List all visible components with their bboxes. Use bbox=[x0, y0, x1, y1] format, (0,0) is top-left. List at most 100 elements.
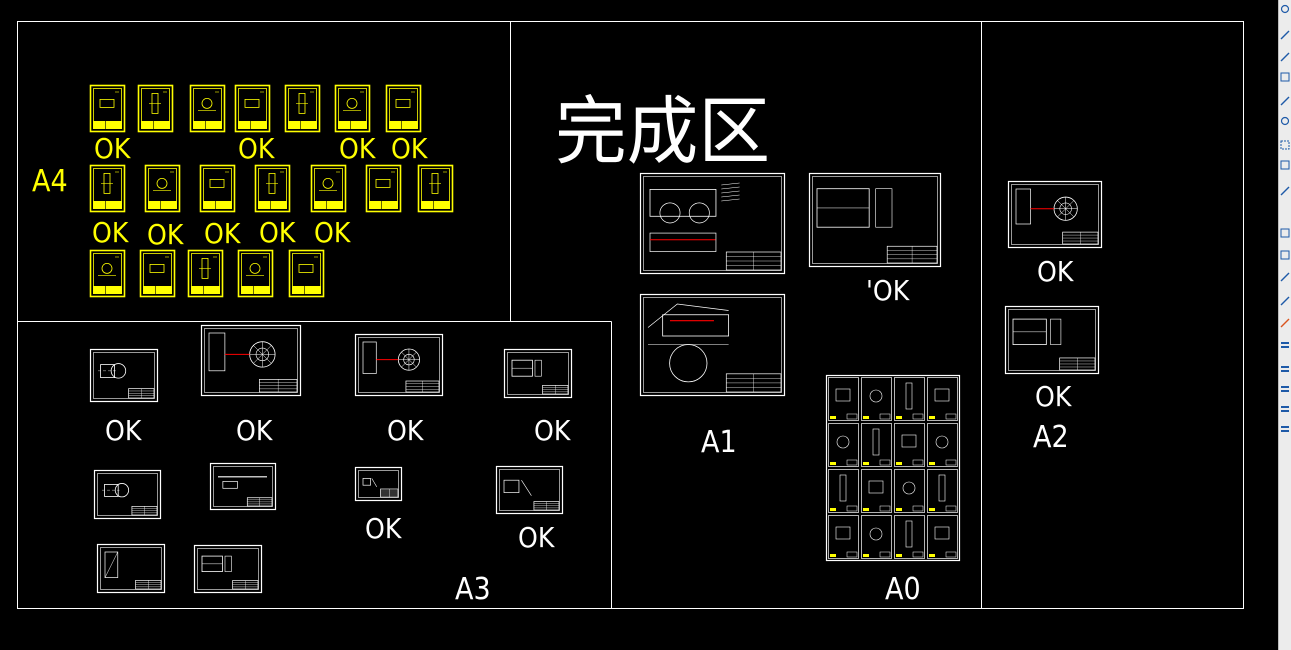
drawing-sheet[interactable] bbox=[828, 515, 859, 559]
drawing-sheet[interactable] bbox=[139, 249, 176, 298]
drawing-sheet[interactable] bbox=[894, 377, 925, 421]
ok-mark: OK bbox=[534, 414, 572, 447]
ok-mark: OK bbox=[92, 216, 130, 249]
drawing-sheet[interactable] bbox=[209, 462, 277, 511]
zone-frames bbox=[17, 21, 1244, 609]
drawing-sheet[interactable] bbox=[503, 348, 573, 399]
zone-label-a0: A0 bbox=[885, 572, 921, 607]
drawing-sheet[interactable] bbox=[89, 164, 126, 213]
ok-mark: OK bbox=[1035, 380, 1073, 413]
drawing-sheet[interactable] bbox=[639, 293, 786, 397]
drawing-sheet[interactable] bbox=[828, 469, 859, 513]
ok-mark: OK bbox=[387, 414, 425, 447]
drawing-sheet[interactable] bbox=[193, 544, 263, 594]
drawing-sheet[interactable] bbox=[808, 172, 942, 268]
drawing-sheet[interactable] bbox=[927, 515, 958, 559]
right-toolbar bbox=[1278, 0, 1291, 650]
refresh-icon[interactable] bbox=[1280, 116, 1290, 126]
drawing-sheet[interactable] bbox=[96, 543, 166, 594]
drawing-sheet[interactable] bbox=[639, 172, 786, 275]
drawing-sheet[interactable] bbox=[861, 423, 892, 467]
line-icon[interactable] bbox=[1280, 186, 1290, 196]
drawing-sheet[interactable] bbox=[310, 164, 347, 213]
ok-mark: OK bbox=[259, 216, 297, 249]
list-icon[interactable] bbox=[1280, 340, 1290, 350]
a1-a2-ok-marks: 'OK OK OK bbox=[866, 255, 1075, 413]
drawing-sheet[interactable] bbox=[288, 249, 325, 298]
drawing-sheet[interactable] bbox=[89, 249, 126, 298]
zone-label-a4: A4 bbox=[32, 164, 68, 199]
drawing-sheet[interactable] bbox=[927, 377, 958, 421]
drawing-sheet[interactable] bbox=[894, 515, 925, 559]
layer-icon[interactable] bbox=[1280, 384, 1290, 394]
square-icon[interactable] bbox=[1280, 228, 1290, 238]
ok-mark: 'OK bbox=[866, 274, 911, 307]
zone-label-a1: A1 bbox=[701, 425, 737, 460]
drawing-sheet[interactable] bbox=[861, 515, 892, 559]
drawing-sheet[interactable] bbox=[861, 469, 892, 513]
drawing-sheet[interactable] bbox=[1007, 180, 1103, 249]
drawing-sheet[interactable] bbox=[927, 469, 958, 513]
drawing-sheet[interactable] bbox=[417, 164, 454, 213]
outer-frame bbox=[17, 21, 1244, 609]
drawing-sheet[interactable] bbox=[927, 423, 958, 467]
ok-mark: OK bbox=[94, 132, 132, 165]
arrow-left-icon[interactable] bbox=[1280, 96, 1290, 106]
drawing-sheet[interactable] bbox=[495, 465, 564, 515]
drawing-sheet[interactable] bbox=[354, 466, 403, 502]
drawing-sheet[interactable] bbox=[385, 84, 422, 133]
drawing-sheet[interactable] bbox=[89, 348, 159, 403]
paint-icon[interactable] bbox=[1280, 52, 1290, 62]
dashed-box-icon[interactable] bbox=[1280, 140, 1290, 150]
drawing-sheet[interactable] bbox=[1004, 305, 1100, 375]
ok-mark: OK bbox=[236, 414, 274, 447]
drawing-sheet[interactable] bbox=[199, 164, 236, 213]
a0-sheet-grid[interactable] bbox=[825, 374, 961, 562]
ok-mark: OK bbox=[204, 217, 242, 250]
layer-icon[interactable] bbox=[1280, 404, 1290, 414]
drawing-sheet[interactable] bbox=[189, 84, 226, 133]
rotate-icon[interactable] bbox=[1280, 4, 1290, 14]
pen-icon[interactable] bbox=[1280, 296, 1290, 306]
page-title: 完成区 bbox=[555, 89, 770, 175]
ok-mark: OK bbox=[238, 132, 276, 165]
drawing-sheet[interactable] bbox=[93, 469, 162, 520]
drawing-sheet[interactable] bbox=[200, 324, 302, 397]
ok-mark: OK bbox=[339, 132, 377, 165]
measure-icon[interactable] bbox=[1280, 30, 1290, 40]
panel-icon[interactable] bbox=[1280, 160, 1290, 170]
drawing-sheet[interactable] bbox=[187, 249, 224, 298]
drawing-sheet[interactable] bbox=[861, 377, 892, 421]
layer-icon[interactable] bbox=[1280, 364, 1290, 374]
grid-icon[interactable] bbox=[1280, 72, 1290, 82]
drawing-sheet[interactable] bbox=[234, 84, 271, 133]
sheet-thumbnails bbox=[89, 84, 1103, 594]
drawing-sheet[interactable] bbox=[828, 377, 859, 421]
ok-mark: OK bbox=[105, 414, 143, 447]
move-icon[interactable] bbox=[1280, 272, 1290, 282]
color-icon[interactable] bbox=[1280, 318, 1290, 328]
square-icon[interactable] bbox=[1280, 250, 1290, 260]
drawing-sheet[interactable] bbox=[334, 84, 371, 133]
ok-mark: OK bbox=[1037, 255, 1075, 288]
ok-mark: OK bbox=[314, 216, 352, 249]
drawing-sheet[interactable] bbox=[354, 333, 444, 397]
drawing-sheet[interactable] bbox=[894, 469, 925, 513]
drawing-sheet[interactable] bbox=[284, 84, 321, 133]
zone-label-a3: A3 bbox=[455, 572, 491, 607]
drawing-sheet[interactable] bbox=[237, 249, 274, 298]
ok-mark: OK bbox=[518, 521, 556, 554]
drawing-sheet[interactable] bbox=[828, 423, 859, 467]
drawing-sheet[interactable] bbox=[137, 84, 174, 133]
drawing-sheet[interactable] bbox=[89, 84, 126, 133]
drawing-sheet[interactable] bbox=[254, 164, 291, 213]
drawing-sheet[interactable] bbox=[365, 164, 402, 213]
drawing-sheet[interactable] bbox=[144, 164, 181, 213]
ok-mark: OK bbox=[365, 512, 403, 545]
layer-icon[interactable] bbox=[1280, 424, 1290, 434]
drawing-sheet[interactable] bbox=[894, 423, 925, 467]
ok-mark: OK bbox=[147, 218, 185, 251]
a4-ok-marks: OK OK OK OK OK OK OK OK OK bbox=[92, 132, 429, 251]
ok-mark: OK bbox=[391, 132, 429, 165]
